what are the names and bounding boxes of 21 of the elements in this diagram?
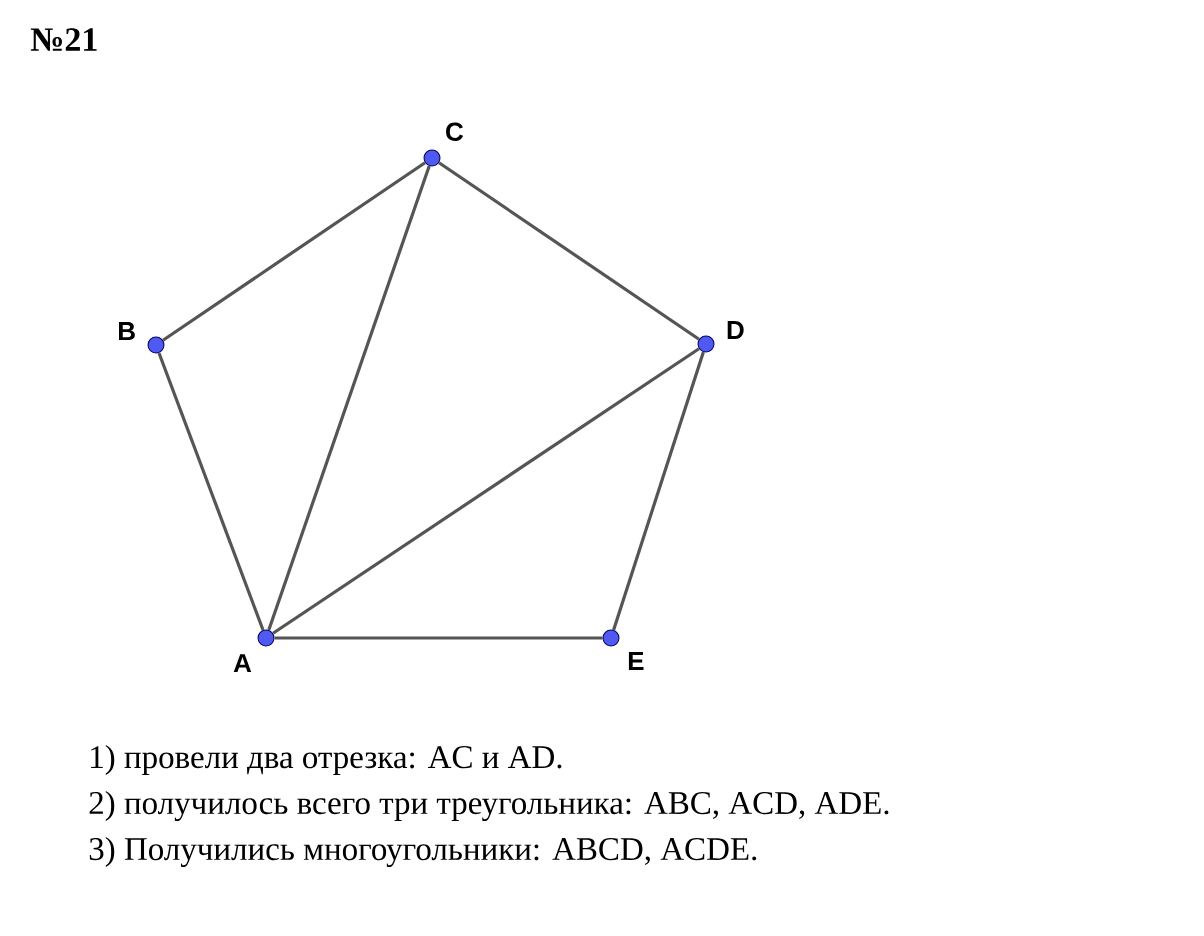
answer-line: 2) получилось всего три треугольника: ABC, ACD, ADE. — [89, 790, 889, 821]
segment — [162, 161, 426, 342]
vertex-label: D — [727, 321, 744, 339]
vertex-point — [602, 629, 644, 670]
answer-line: 3) Получились многоугольники: ABCD, ACDE. — [89, 836, 757, 867]
segment — [274, 636, 603, 640]
vertex-label: E — [628, 652, 644, 670]
segment — [157, 352, 265, 631]
vertex-point — [697, 321, 744, 353]
vertex-point — [119, 322, 165, 354]
title: №21 — [30, 28, 97, 51]
answer-line: 1) провели два отрезка: AC и AD. — [91, 745, 562, 775]
vertex-label: B — [119, 322, 135, 340]
vertex-point — [423, 122, 464, 167]
vertex-label: C — [446, 122, 464, 141]
segment — [438, 161, 700, 341]
vertex-point — [233, 629, 275, 673]
segment — [267, 165, 431, 631]
segment — [272, 347, 700, 635]
segment — [612, 351, 705, 631]
vertex-label: A — [233, 654, 252, 673]
